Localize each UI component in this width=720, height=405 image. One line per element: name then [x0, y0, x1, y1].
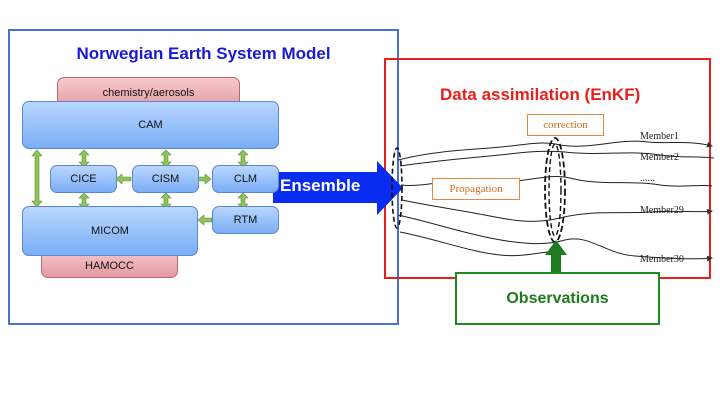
cice-component: CICE: [50, 165, 117, 193]
analysis-ellipse-outer: [544, 137, 566, 243]
observations-arrow: [545, 240, 567, 285]
propagation-label-box: Propagation: [432, 178, 520, 200]
member2-label: Member2: [640, 152, 679, 163]
analysis-ellipse-inner: [548, 143, 562, 237]
noresm-title: Norwegian Earth System Model: [76, 44, 331, 63]
clm-component: CLM: [212, 165, 279, 193]
member-low-trajectory: [399, 231, 561, 257]
hamocc-label: HAMOCC: [85, 260, 134, 272]
component-coupling-arrows: [31, 149, 249, 226]
noresm-panel: [8, 29, 399, 325]
ensemble-label: Ensemble: [280, 176, 361, 195]
micom-label: MICOM: [91, 225, 129, 237]
member30-trajectory: [397, 214, 713, 262]
correction-label-box: correction: [527, 114, 604, 136]
cam-label: CAM: [138, 119, 163, 131]
correction-label: correction: [543, 119, 588, 131]
observations-label: Observations: [506, 289, 609, 307]
cice-label: CICE: [70, 173, 97, 185]
cam-component: CAM: [22, 101, 279, 149]
member29-label: Member29: [640, 205, 684, 216]
data-assimilation-title: Data assimilation (EnKF): [440, 85, 641, 104]
propagation-label: Propagation: [449, 183, 503, 195]
chemistry-aerosols-label: chemistry/aerosols: [102, 86, 195, 99]
member-ellipsis-label: ......: [640, 173, 655, 184]
rtm-component: RTM: [212, 206, 279, 234]
observations-box: Observations: [455, 272, 660, 325]
cism-component: CISM: [132, 165, 199, 193]
ensemble-trajectories: [397, 140, 715, 262]
member1-label: Member1: [640, 131, 679, 142]
rtm-label: RTM: [233, 214, 258, 226]
initial-ensemble-ellipse: [391, 147, 403, 229]
rtm-micom-arrow: [197, 214, 213, 226]
member2-trajectory: [399, 150, 715, 167]
micom-component: MICOM: [22, 206, 198, 256]
member30-label: Member30: [640, 254, 684, 265]
cism-cice-arrow: [115, 173, 132, 185]
ensemble-arrow: [273, 161, 403, 215]
cism-label: CISM: [151, 173, 180, 185]
cam-micom-arrow: [31, 149, 43, 208]
clm-label: CLM: [233, 173, 258, 185]
